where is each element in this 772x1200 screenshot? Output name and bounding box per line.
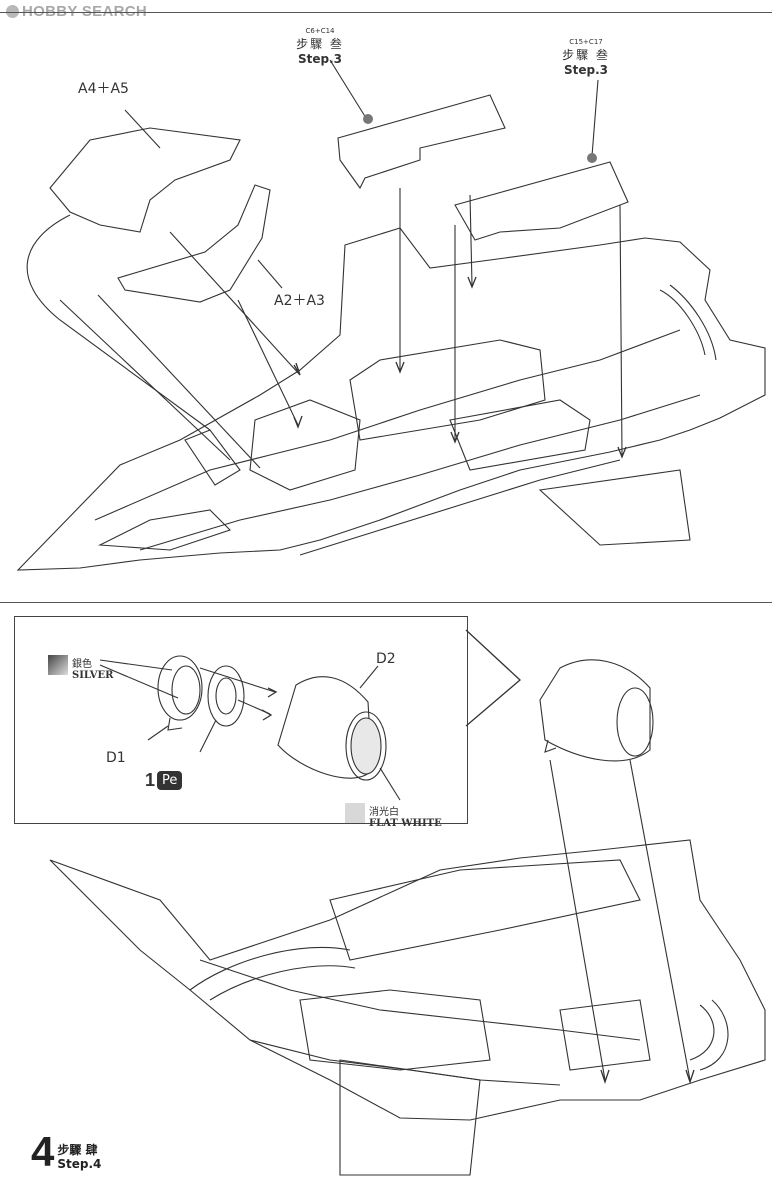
callout-c15-c17: C15+C17 步驟 叁 Step.3: [551, 38, 621, 77]
photo-etch-badge: Pe: [157, 771, 183, 790]
paint-silver: 銀色 SILVER: [48, 655, 113, 681]
part-label-d1: D1: [106, 750, 126, 766]
callout-c15-c17-parts: C15+C17: [569, 38, 603, 46]
paint-flat-white: 消光白 FLAT WHITE: [345, 803, 442, 829]
detail-box-nozzle: [14, 616, 468, 824]
flat-white-swatch-icon: [345, 803, 365, 823]
photo-etch-number: 1: [145, 770, 156, 790]
paint-flat-white-en: FLAT WHITE: [369, 818, 442, 829]
watermark: HOBBY SEARCH: [6, 3, 147, 20]
callout-c6-c14-parts: C6+C14: [305, 27, 335, 35]
hobbysearch-logo-icon: [6, 5, 19, 18]
callout-c6-c14-step-cjk: 步驟 叁: [296, 37, 344, 51]
step4-cjk: 步驟 肆: [57, 1143, 98, 1157]
paint-silver-cjk: 銀色: [72, 659, 92, 670]
step3-assembly-drawing: [16, 59, 766, 571]
part-label-d2: D2: [376, 651, 396, 667]
callout-c15-c17-step-cjk: 步驟 叁: [562, 48, 610, 62]
callout-c15-c17-step-en: Step.3: [563, 63, 608, 77]
paint-silver-en: SILVER: [72, 670, 114, 681]
callout-c6-c14-step-en: Step.3: [297, 52, 342, 66]
paint-flat-white-cjk: 消光白: [369, 807, 399, 818]
step4-number: 4: [31, 1128, 55, 1175]
top-rule: [0, 12, 772, 13]
photo-etch-callout: 1 Pe: [145, 770, 183, 791]
part-label-a4-a5: A4＋A5: [78, 81, 129, 97]
part-label-a2-a3: A2＋A3: [274, 293, 325, 309]
silver-swatch-icon: [48, 655, 68, 675]
section-divider: [0, 602, 772, 603]
step4-label: 4 步驟 肆 Step.4: [31, 1128, 102, 1175]
step4-en: Step.4: [57, 1157, 102, 1171]
watermark-text: HOBBY SEARCH: [22, 3, 148, 20]
callout-c6-c14: C6+C14 步驟 叁 Step.3: [285, 27, 355, 66]
